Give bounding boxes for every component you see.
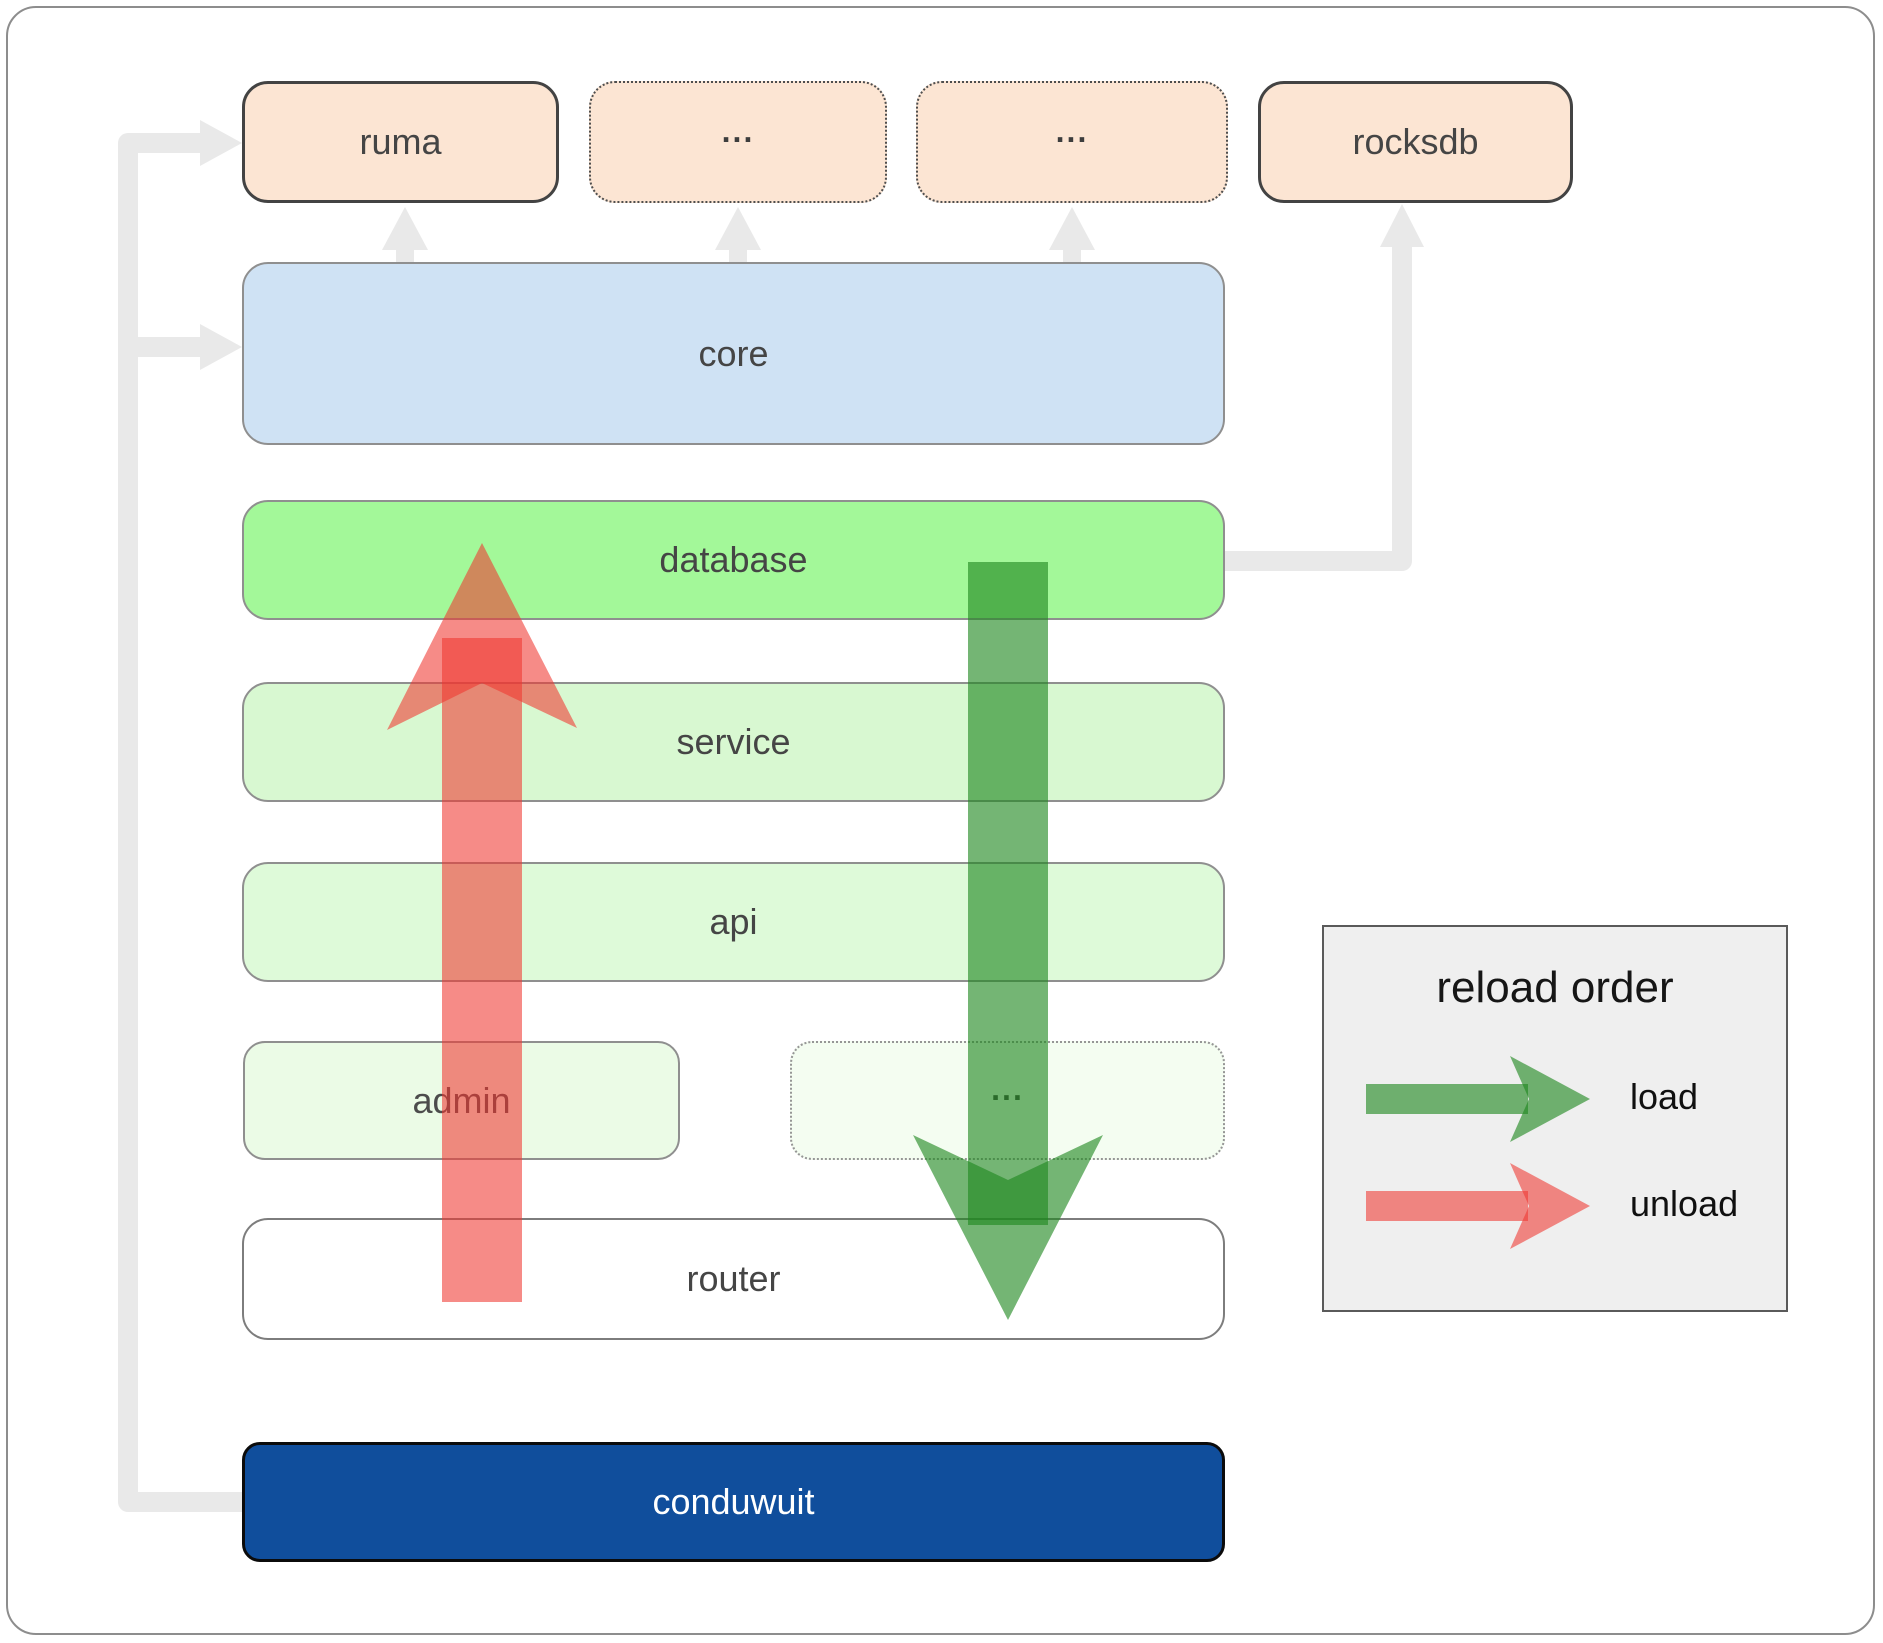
legend-title: reload order — [1436, 963, 1674, 1012]
box-label: ... — [991, 1071, 1024, 1107]
box-label: admin — [412, 1079, 511, 1121]
unload-arrow-legend-icon — [1366, 1163, 1590, 1249]
legend-item-unload: unload — [1630, 1183, 1739, 1224]
box-ellipsis-1: ... — [589, 81, 887, 203]
box-conduwuit: conduwuit — [242, 1442, 1225, 1562]
box-rocksdb: rocksdb — [1258, 81, 1573, 203]
load-arrow-legend-icon — [1366, 1056, 1590, 1142]
box-label: rocksdb — [1352, 121, 1479, 162]
box-label: service — [676, 721, 791, 762]
legend: reload order load unload — [1322, 925, 1788, 1312]
box-router: router — [242, 1218, 1225, 1340]
box-api: api — [242, 862, 1225, 982]
diagram-frame — [6, 6, 1875, 1635]
box-core: core — [242, 262, 1225, 445]
box-label: ... — [721, 112, 755, 149]
box-label: core — [698, 332, 769, 374]
box-service: service — [242, 682, 1225, 802]
legend-item-load: load — [1630, 1076, 1699, 1117]
box-label: ... — [1055, 112, 1089, 149]
box-admin: admin — [243, 1041, 680, 1160]
box-database: database — [242, 500, 1225, 620]
box-label: ruma — [359, 121, 442, 162]
box-label: router — [686, 1258, 781, 1299]
box-ellipsis-2: ... — [916, 81, 1228, 203]
box-ellipsis-3: ... — [790, 1041, 1225, 1160]
box-ruma: ruma — [242, 81, 559, 203]
box-label: conduwuit — [652, 1481, 815, 1522]
box-label: api — [709, 901, 758, 942]
box-label: database — [659, 539, 808, 580]
